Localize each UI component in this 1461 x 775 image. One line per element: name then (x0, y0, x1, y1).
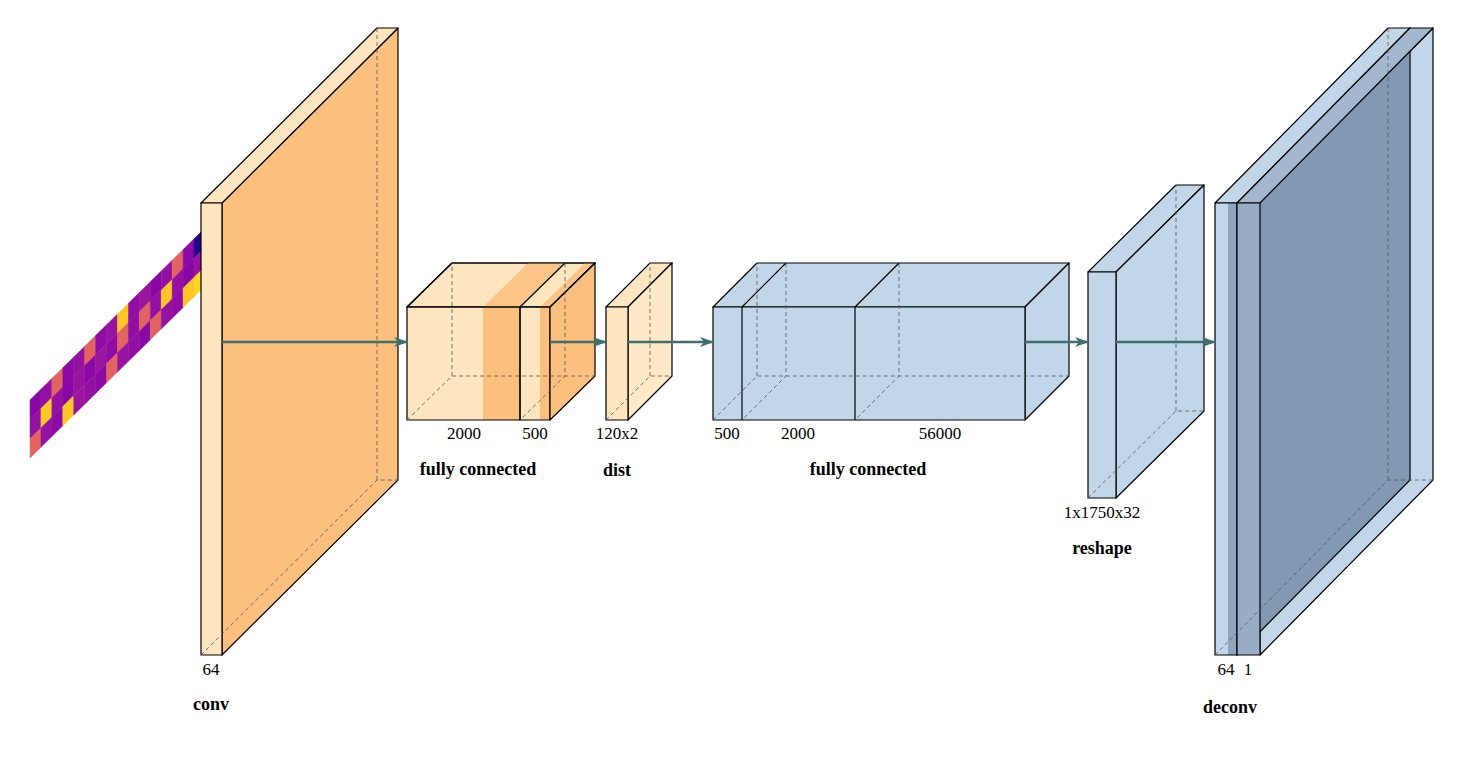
dimension-label: 64 (1218, 660, 1235, 680)
flow-arrow (1025, 341, 1088, 344)
input-heatmap-part (128, 331, 139, 361)
flow-arrow (1116, 341, 1215, 344)
encoder-dense-block-part (520, 307, 550, 420)
deconv-block-part (1237, 28, 1433, 203)
dimension-label: 2000 (447, 424, 481, 444)
encoder-dense-block-part (520, 263, 565, 307)
decoder-dense-block-part (713, 263, 1069, 420)
layer-name: fully connected (420, 459, 537, 480)
layer-name: reshape (1072, 538, 1132, 559)
layer-name: dist (603, 460, 631, 481)
layer-name: conv (193, 694, 229, 715)
dimension-label: 1 (1244, 660, 1253, 680)
dimension-label: 500 (522, 424, 548, 444)
decoder-dense-block (713, 263, 1069, 420)
layer-block: 1x1750x32reshape (1088, 272, 1116, 498)
input-heatmap-part (139, 320, 150, 350)
dimension-label: 64 (203, 660, 220, 680)
decoder-dense-block-part (854, 307, 855, 420)
dimension-label: 120x2 (596, 424, 639, 444)
input-heatmap-part (96, 363, 107, 393)
input-heatmap-part (63, 396, 74, 426)
input-heatmap-part (107, 353, 118, 383)
input-heatmap-part (172, 288, 183, 318)
dist-block-part (606, 307, 628, 420)
conv-block-part (201, 203, 222, 655)
dimension-label: 56000 (919, 424, 962, 444)
flow-arrow (628, 341, 713, 344)
input-heatmap-part (150, 310, 161, 340)
encoder-dense-block-part (407, 263, 595, 307)
input-heatmap-part (161, 299, 172, 329)
deconv-block-part (1228, 203, 1237, 655)
flow-arrow (222, 341, 407, 344)
layer-name: deconv (1203, 697, 1257, 718)
deconv-block-part (1237, 203, 1260, 655)
input-heatmap-part (74, 385, 85, 415)
input-heatmap-part (52, 406, 63, 436)
decoder-dense-block-part (855, 263, 899, 307)
deconv-block-part (1215, 28, 1433, 655)
encoder-dense-block-part (540, 307, 550, 420)
encoder-dense-block-part (483, 307, 520, 420)
encoder-dense-block-part (407, 307, 550, 420)
conv-block-part (201, 28, 398, 203)
layer-block: 500200056000fully connected (713, 307, 1025, 420)
reshape-block-part (1088, 272, 1116, 498)
decoder-dense-block-part (741, 307, 742, 420)
dimension-label: 1x1750x32 (1064, 503, 1141, 523)
decoder-dense-block-part (742, 263, 786, 307)
dimension-label: 2000 (781, 424, 815, 444)
layer-block: 64conv (201, 203, 222, 655)
deconv-block (1215, 28, 1433, 655)
input-heatmap-part (118, 342, 129, 372)
input-heatmap-part (85, 374, 96, 404)
dimension-label: 500 (714, 424, 740, 444)
input-heatmap-part (30, 428, 41, 458)
layer-block: 641deconv (1215, 203, 1260, 655)
decoder-dense-block-part (713, 307, 1025, 420)
input-heatmap-part (41, 417, 52, 447)
layer-block: 120x2dist (606, 307, 628, 420)
deconv-block-part (1215, 203, 1237, 655)
deconv-block-part (1215, 28, 1410, 203)
layer-block: 2000500fully connected (407, 307, 550, 420)
flow-arrow (550, 341, 606, 344)
deconv-block-part (1215, 203, 1237, 655)
input-heatmap-part (183, 277, 194, 307)
input-heatmap (30, 228, 205, 458)
layer-name: fully connected (810, 459, 927, 480)
decoder-dense-block-part (713, 263, 1069, 307)
